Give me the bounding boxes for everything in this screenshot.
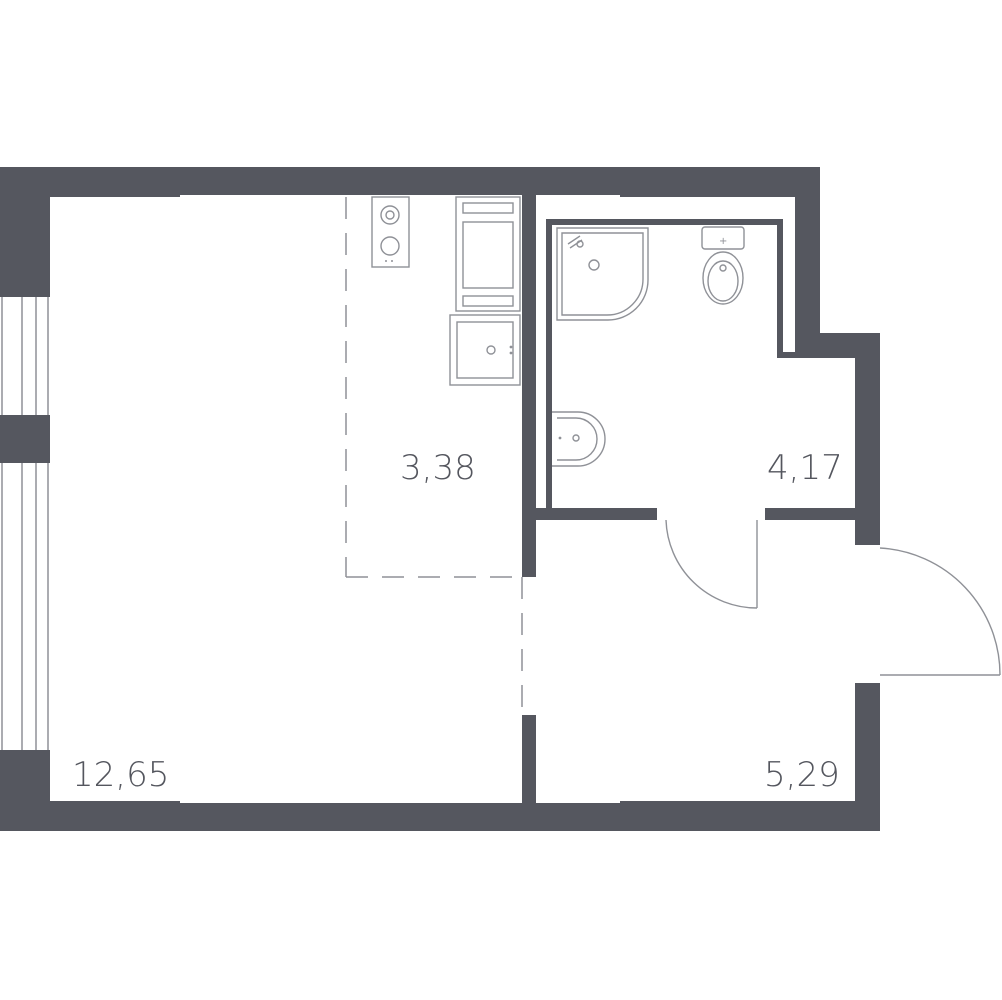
wall-partition-kitchen-bath	[522, 195, 536, 577]
window-upper	[1, 297, 49, 415]
cooktop-icon	[371, 196, 410, 268]
window-lower	[1, 463, 49, 750]
wall-bath-bottom-right	[765, 508, 860, 520]
wall-left-lower	[0, 750, 50, 831]
wall-bottom-right-thick	[620, 801, 880, 831]
bathroom-door-icon	[665, 519, 758, 609]
bathroom-area-label: 4,17	[767, 448, 843, 488]
wall-left-upper	[0, 167, 50, 297]
toilet-icon: +	[701, 226, 745, 305]
kitchen-sink-icon	[449, 314, 521, 386]
washbasin-icon	[552, 411, 606, 467]
entrance-door-icon	[879, 547, 1001, 676]
shower-icon	[556, 227, 649, 321]
kitchen-area-label: 3,38	[400, 448, 476, 488]
living-room-area-label: 12,65	[72, 755, 169, 795]
wall-right-upper	[795, 167, 820, 335]
svg-text:+: +	[719, 236, 727, 247]
hallway-area-label: 5,29	[764, 755, 840, 795]
wall-bath-inner-top	[546, 219, 781, 225]
wall-top-right-thick	[620, 167, 820, 197]
kitchen-zone-outline	[345, 197, 523, 715]
wall-bath-inner-step	[777, 352, 802, 358]
wall-right-lower	[855, 683, 880, 831]
wall-partition-hall-lower	[522, 715, 536, 805]
walls	[0, 167, 880, 831]
refrigerator-icon	[455, 196, 521, 312]
wall-bath-bottom-left	[522, 508, 657, 520]
wall-bath-inner-left	[546, 220, 552, 510]
wall-left-mid	[0, 415, 50, 463]
wall-bath-inner-right	[777, 219, 783, 356]
